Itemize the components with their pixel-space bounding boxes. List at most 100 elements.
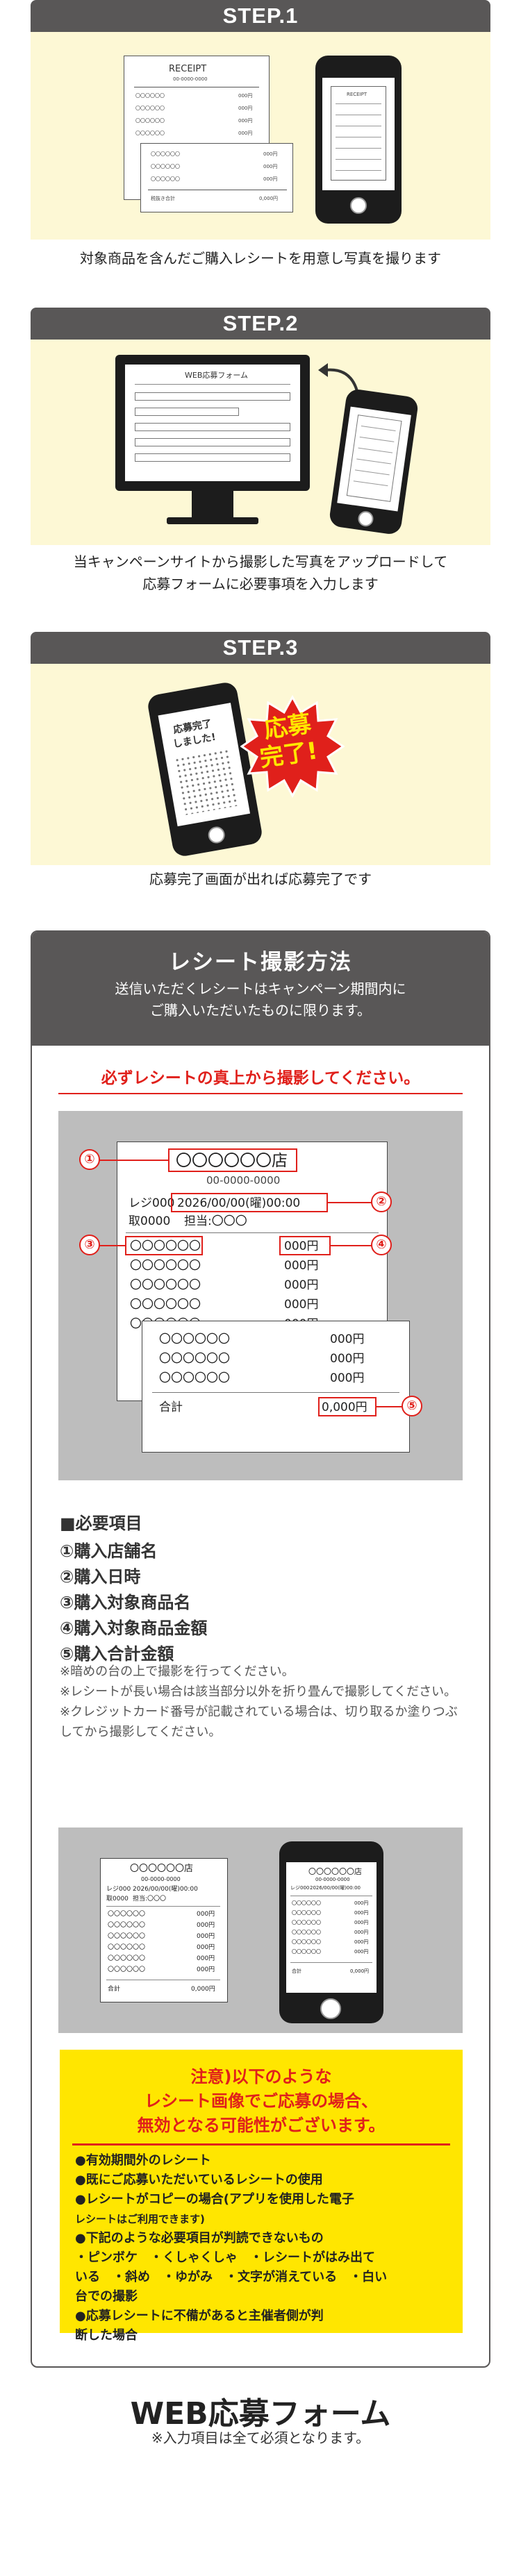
caution-item: ●レシートがコピーの場合(アプリを使用した電子: [75, 2192, 354, 2207]
step-3: STEP.3 応募完了 しました! 応募 完了!: [31, 632, 490, 865]
mini-receipt-register: レジ000: [106, 1886, 131, 1893]
phone-receipt-item: 〇〇〇〇〇〇: [292, 1949, 321, 1955]
caution-item: ・ピンボケ ・くしゃくしゃ ・レシートがはみ出て: [75, 2250, 375, 2265]
sample-phone-photo: 〇〇〇〇〇〇店 00-0000-0000 レジ000 2026/00/00(曜)…: [58, 1828, 463, 2033]
receipt-item: 〇〇〇〇〇〇: [151, 151, 180, 157]
receipt-warning: 必ずレシートの真上から撮影してください。: [101, 1069, 420, 1087]
marker-5: ⑤: [402, 1396, 422, 1416]
sample-price: 000円: [330, 1352, 365, 1366]
highlight-total: [318, 1397, 377, 1416]
burst-icon: [240, 694, 345, 798]
web-form-title: WEB応募フォーム: [130, 2396, 391, 2432]
mini-receipt-store: 〇〇〇〇〇〇店: [130, 1864, 194, 1874]
caution-box: 注意)以下のような レシート画像でご応募の場合、 無効となる可能性がございます。…: [60, 2050, 463, 2343]
receipt-guide-title: レシート撮影方法: [169, 950, 352, 975]
phone-receipt-item: 〇〇〇〇〇〇: [292, 1900, 321, 1906]
receipt-number: 00-0000-0000: [173, 76, 208, 82]
note-item: ※暗めの台の上で撮影を行ってください。: [60, 1664, 295, 1679]
mini-receipt-phone: 00-0000-0000: [141, 1876, 181, 1882]
required-item: ②購入日時: [60, 1567, 141, 1587]
step-2-title: STEP.2: [31, 308, 490, 340]
mini-receipt: 〇〇〇〇〇〇店 00-0000-0000 レジ000 2026/00/00(曜)…: [100, 1858, 228, 2002]
step-3-caption: 応募完了画面が出れば応募完了です: [149, 871, 372, 887]
caution-item: 台での撮影: [75, 2289, 138, 2304]
caution-title-line1: 注意)以下のような: [190, 2067, 332, 2086]
upload-arrow-icon: [318, 363, 358, 392]
phone-receipt-price: 000円: [354, 1920, 369, 1925]
sample-item: 〇〇〇〇〇〇: [130, 1259, 201, 1273]
step-1-title: STEP.1: [31, 0, 490, 32]
sample-price: 000円: [284, 1239, 319, 1253]
sample-store: 〇〇〇〇〇〇店: [176, 1152, 288, 1170]
sample-datetime: 2026/00/00(曜)00:00: [177, 1196, 301, 1210]
sample-item: 〇〇〇〇〇〇: [159, 1332, 230, 1346]
caution-item: ●下記のような必要項目が判読できないもの: [75, 2231, 324, 2245]
burst-text-line1: 応募: [262, 710, 313, 744]
mini-receipt-price: 000円: [197, 1944, 215, 1951]
receipt-guide-header: レシート撮影方法 送信いただくレシートはキャンペーン期間内に ご購入いただいたも…: [32, 932, 489, 1046]
phone-receipt-price: 000円: [354, 1930, 369, 1935]
step-3-illustration: 応募完了 しました! 応募 完了!: [31, 664, 490, 865]
sample-price: 000円: [284, 1259, 319, 1273]
mini-receipt-item: 〇〇〇〇〇〇: [108, 1933, 146, 1940]
mini-receipt-item: 〇〇〇〇〇〇: [108, 1922, 146, 1929]
smartphone-icon: [328, 387, 420, 536]
sample-clerk: 担当:〇〇〇: [184, 1214, 247, 1228]
required-item: ⑤購入合計金額: [60, 1644, 174, 1664]
phone-receipt-phone: 00-0000-0000: [315, 1877, 350, 1882]
phone-receipt-datetime: 2026/00/00(曜)00:00: [310, 1885, 361, 1891]
mini-receipt-total: 0,000円: [191, 1986, 215, 1993]
step-2-caption-line2: 応募フォームに必要事項を入力します: [142, 576, 379, 592]
caution-item: レシートはご利用できます): [75, 2213, 205, 2225]
phone-receipt-price: 000円: [354, 1900, 369, 1906]
mini-receipt-item: 〇〇〇〇〇〇: [108, 1955, 146, 1962]
receipt-total: 0,000円: [259, 196, 279, 201]
receipt-price: 000円: [238, 118, 253, 124]
step-3-title: STEP.3: [31, 632, 490, 664]
phone-receipt-price: 000円: [354, 1910, 369, 1916]
phone-receipt-store: 〇〇〇〇〇〇店: [308, 1867, 362, 1876]
sample-item: 〇〇〇〇〇〇: [159, 1371, 230, 1385]
marker-4: ④: [371, 1235, 392, 1255]
sample-clerk-id: 取0000: [129, 1214, 171, 1228]
sample-price: 000円: [330, 1371, 365, 1385]
sample-phone: 00-0000-0000: [206, 1174, 281, 1187]
warning-underline: [58, 1093, 463, 1094]
required-item: ④購入対象商品金額: [60, 1619, 208, 1638]
photo-notes: ※暗めの台の上で撮影を行ってください。 ※レシートが長い場合は該当部分以外を折り…: [60, 1662, 463, 1742]
required-item: ①購入店舗名: [60, 1541, 158, 1561]
receipt-item: 〇〇〇〇〇〇: [151, 164, 180, 169]
phone-receipt-item: 〇〇〇〇〇〇: [292, 1930, 321, 1935]
note-item: ※クレジットカード番号が記載されている場合は、切り取るか塗りつぶしてから撮影して…: [60, 1705, 458, 1739]
caution-rule: [72, 2143, 450, 2146]
step-1-illustration: RECEIPT 00-0000-0000 〇〇〇〇〇〇 000円 〇〇〇〇〇〇 …: [31, 32, 490, 240]
caution-title-line2: レシート画像でご応募の場合、: [144, 2091, 378, 2111]
phone-receipt-total: 0,000円: [350, 1968, 370, 1974]
receipt-guide-sub-line1: 送信いただくレシートはキャンペーン期間内に: [115, 980, 406, 997]
sample-item: 〇〇〇〇〇〇: [159, 1352, 230, 1366]
sample-item: 〇〇〇〇〇〇: [130, 1278, 201, 1292]
caution-item: ●有効期間外のレシート: [75, 2153, 211, 2168]
receipt-item: 〇〇〇〇〇〇: [135, 93, 165, 99]
phone-receipt-price: 000円: [354, 1949, 369, 1955]
receipt-folded-part: 〇〇〇〇〇〇 000円 〇〇〇〇〇〇 000円 〇〇〇〇〇〇 000円 税抜き合…: [140, 143, 293, 212]
sample-total-label: 合計: [159, 1400, 183, 1414]
phone-receipt-item: 〇〇〇〇〇〇: [292, 1939, 321, 1945]
mini-receipt-item: 〇〇〇〇〇〇: [108, 1911, 146, 1918]
receipt-price: 000円: [238, 131, 253, 136]
mini-receipt-item: 〇〇〇〇〇〇: [108, 1944, 146, 1951]
caution-title-line3: 無効となる可能性がございます。: [137, 2116, 386, 2135]
required-item: ③購入対象商品名: [60, 1593, 191, 1612]
receipt-item: 〇〇〇〇〇〇: [135, 118, 165, 124]
step-2-illustration: WEB応募フォーム: [31, 340, 490, 545]
receipt-guide-panel: レシート撮影方法 送信いただくレシートはキャンペーン期間内に ご購入いただいたも…: [31, 930, 490, 2368]
mini-receipt-price: 000円: [197, 1955, 215, 1962]
sample-price: 000円: [284, 1278, 319, 1292]
sample-total: 0,000円: [322, 1400, 367, 1414]
mini-receipt-price: 000円: [197, 1966, 215, 1973]
receipt-price: 000円: [263, 176, 278, 182]
receipt-item: 〇〇〇〇〇〇: [135, 131, 165, 136]
receipt-title: RECEIPT: [169, 64, 207, 74]
receipt-price: 000円: [263, 164, 278, 169]
highlight-item: [125, 1236, 203, 1255]
